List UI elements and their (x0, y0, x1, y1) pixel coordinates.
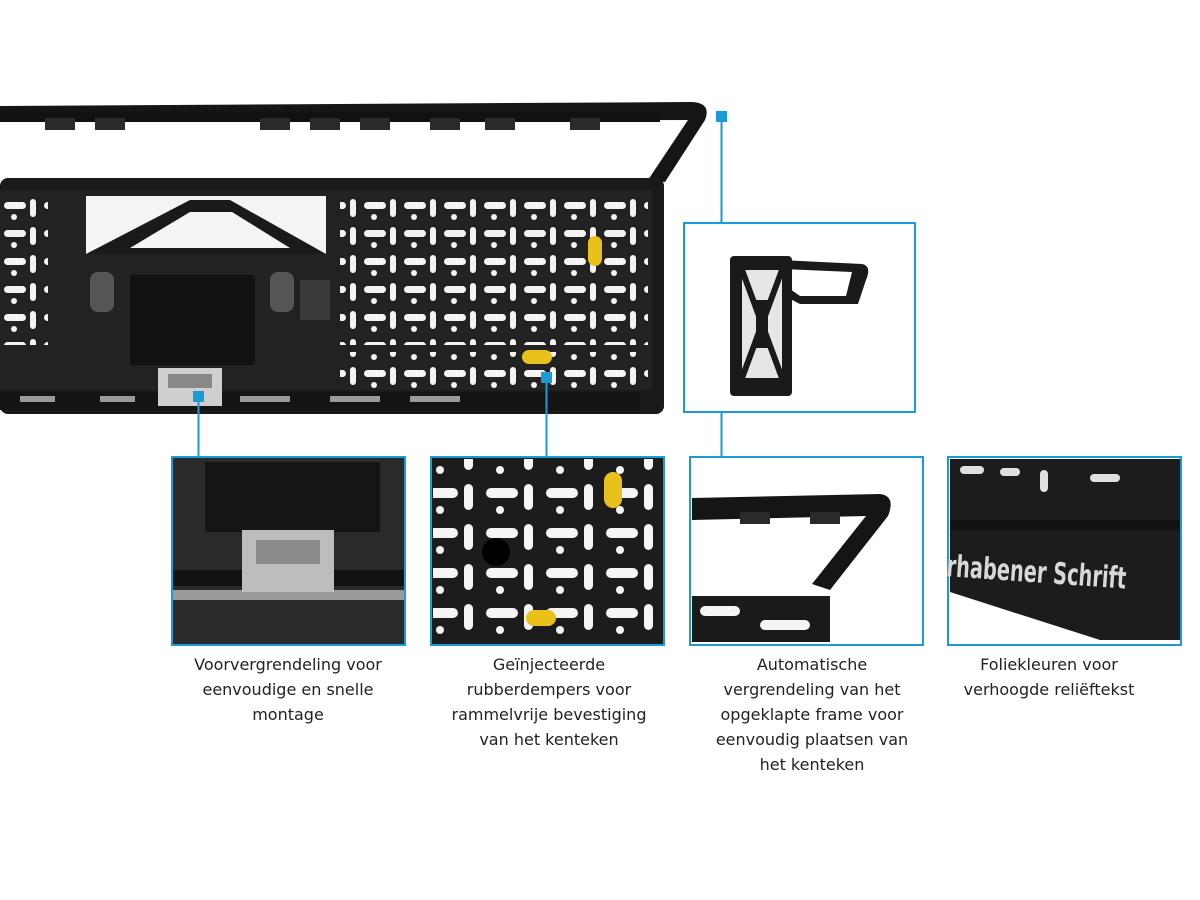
main-plate-frame (0, 102, 707, 414)
caption-pre-lock: Voorvergrendeling voor eenvoudige en sne… (194, 655, 382, 724)
detail-panel-auto-lock (689, 456, 924, 646)
hinged-frame-inset (683, 222, 916, 413)
callout-connectors (193, 111, 727, 456)
caption-foil-colours: Foliekleuren voor verhoogde reliëftekst (963, 655, 1135, 699)
detail-panel-rubber-dampers (430, 456, 665, 646)
detail-panel-pre-lock (171, 456, 406, 646)
detail-panel-foil-colours: rhabener Schrift (945, 456, 1182, 646)
caption-auto-lock: Automatische vergrendeling van het opgek… (715, 655, 909, 774)
caption-rubber-dampers: Geïnjecteerde rubberdempers voor rammelv… (451, 655, 647, 749)
